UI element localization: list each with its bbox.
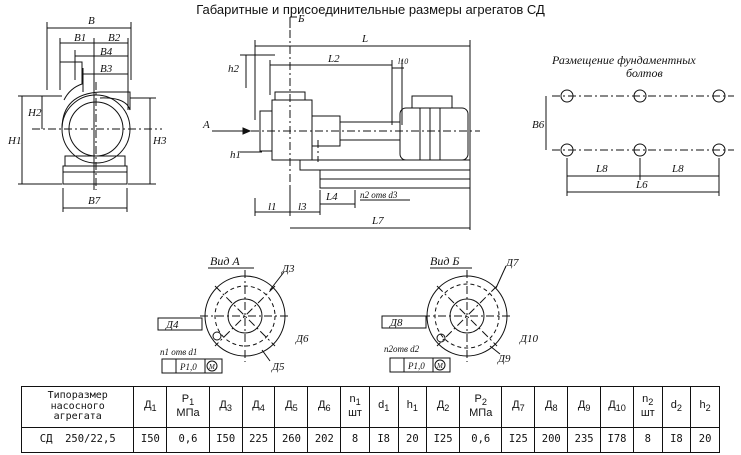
label-view-b-5: n2отв d2 [384,344,420,354]
cell-d3: I50 [208,427,243,453]
label-front-8: В7 [88,195,101,207]
plan-title-line-2: болтов [626,66,663,80]
header-d8: Д8 [534,386,569,428]
header-d7: Д7 [501,386,536,428]
view-b [381,265,512,373]
cell-d5: 260 [274,427,309,453]
cell-p1: 0,6 [166,427,210,453]
cell-d1-small: I8 [368,427,399,453]
header-d3: Д3 [208,386,243,428]
cell-d1: I50 [133,427,168,453]
label-front-1: В1 [74,32,86,44]
front-view [18,22,162,212]
cell-d8: 200 [534,427,569,453]
label-view-a-2: Д4 [165,319,179,331]
header-d4: Д4 [241,386,276,428]
header-d1: Д1 [133,386,168,428]
label-view-b-4: Д9 [497,353,511,365]
header-h2: h2 [690,386,720,428]
foundation-plan [545,89,734,196]
label-side-3: l10 [398,57,408,66]
label-side-0: Б [297,13,305,25]
header-d2: Д2 [426,386,461,428]
label-side-9: L4 [325,191,338,203]
label-side-4: h2 [228,63,240,75]
technical-drawing: В В1 В2 В4 В3 Н1 Н2 Н3 В7 Б L L2 l10 h2 … [7,13,734,374]
label-side-11: L7 [371,215,384,227]
label-view-a-3: Д6 [295,333,309,345]
cell-h1: 20 [397,427,428,453]
cell-d6: 202 [307,427,342,453]
label-front-6: Н2 [27,107,42,119]
header-d5: Д5 [274,386,309,428]
label-side-8: l3 [298,201,307,213]
cell-n2: 8 [632,427,663,453]
label-view-b-6: P1,0 [407,361,425,371]
page-title: Габаритные и присоединительные размеры а… [196,2,545,17]
cell-n1: 8 [340,427,370,453]
cell-d7: I25 [501,427,536,453]
label-plan-1: L8 [595,163,608,175]
table-row: СД 250/22,5 I50 0,6 I50 225 260 202 8 I8… [20,427,720,453]
cell-d4: 225 [241,427,276,453]
label-plan-3: L6 [635,179,648,191]
header-d10: Д10 [600,386,634,428]
label-plan-2: L8 [671,163,684,175]
cell-d9: 235 [567,427,602,453]
label-side-6: h1 [230,149,241,161]
label-front-2: В2 [108,32,121,44]
label-front-5: Н1 [7,135,21,147]
header-d1-small: d1 [368,386,399,428]
label-front-0: В [88,15,95,27]
view-b-title: Вид Б [430,254,459,268]
cell-d10: I78 [600,427,634,453]
label-view-a-6: P1,0 [179,362,197,372]
label-view-a-1: Д3 [281,263,295,275]
cell-type: СД 250/22,5 [20,427,135,453]
cell-d2-small: I8 [661,427,692,453]
header-d2-small: d2 [661,386,692,428]
label-side-10: n2 отв d3 [360,190,398,200]
label-front-3: В4 [100,46,113,58]
plan-title-line-1: Размещение фундаментных [551,53,696,67]
cell-p2: 0,6 [459,427,503,453]
label-side-2: L2 [327,53,340,65]
view-a-title: Вид А [210,254,240,268]
label-side-1: L [361,33,368,45]
label-view-a-4: Д5 [271,361,285,373]
label-front-7: Н3 [152,135,167,147]
header-h1: h1 [397,386,428,428]
label-plan-0: В6 [532,119,545,131]
cell-d2: I25 [426,427,461,453]
label-view-a-7: M [208,363,216,371]
label-view-a-5: n1 отв d1 [160,347,197,357]
label-view-b-3: Д10 [519,333,538,345]
side-view [212,16,480,230]
cell-h2: 20 [690,427,720,453]
label-view-b-1: Д7 [505,257,519,269]
header-d6: Д6 [307,386,342,428]
label-view-b-2: Д8 [389,317,403,329]
label-side-5: A [202,119,210,131]
label-side-7: l1 [268,201,277,213]
label-view-b-7: M [436,362,444,370]
label-front-4: В3 [100,63,113,75]
view-a [157,267,290,374]
header-d9: Д9 [567,386,602,428]
